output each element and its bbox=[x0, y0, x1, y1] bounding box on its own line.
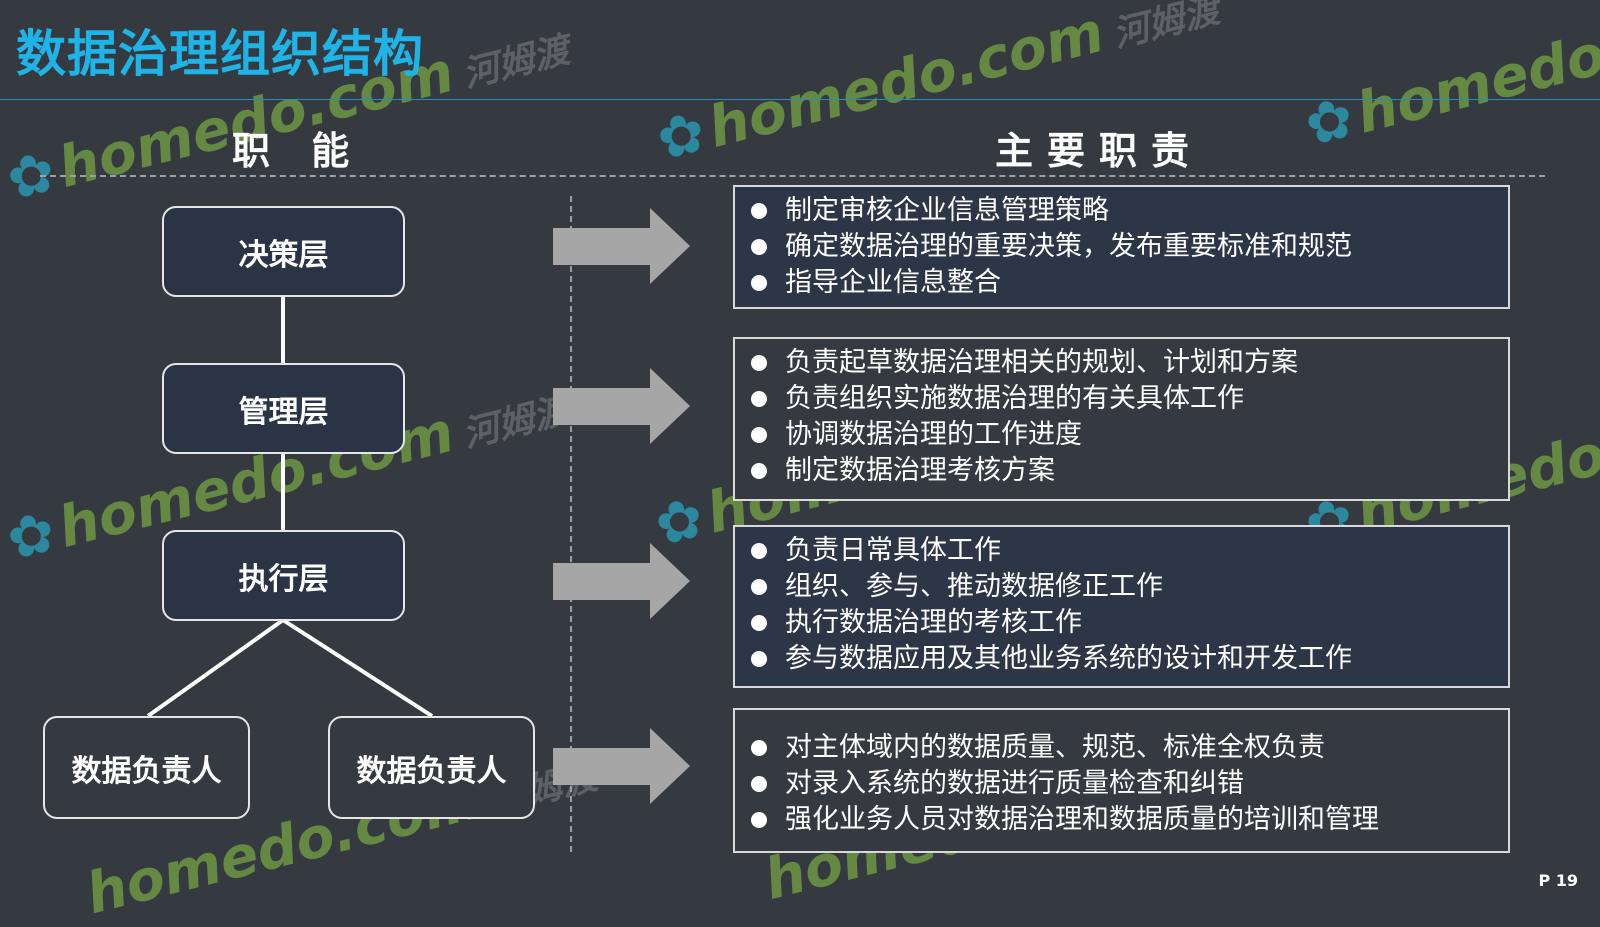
list-item: 参与数据应用及其他业务系统的设计和开发工作 bbox=[747, 641, 1508, 677]
list-item: 负责起草数据治理相关的规划、计划和方案 bbox=[747, 345, 1508, 381]
arrow-management bbox=[553, 368, 690, 444]
header-divider bbox=[40, 175, 1545, 177]
list-item: 组织、参与、推动数据修正工作 bbox=[747, 569, 1508, 605]
node-data-owner-left: 数据负责人 bbox=[43, 716, 250, 819]
node-data-owner-right: 数据负责人 bbox=[328, 716, 535, 819]
list-item: 确定数据治理的重要决策，发布重要标准和规范 bbox=[747, 229, 1508, 265]
header-duties: 主要职责 bbox=[995, 129, 1204, 173]
list-item: 协调数据治理的工作进度 bbox=[747, 417, 1508, 453]
arrow-decision bbox=[553, 208, 690, 284]
page-title: 数据治理组织结构 bbox=[16, 25, 424, 83]
arrow-execution bbox=[553, 543, 690, 619]
list-item: 指导企业信息整合 bbox=[747, 265, 1508, 301]
node-management: 管理层 bbox=[162, 363, 405, 454]
list-item: 对录入系统的数据进行质量检查和纠错 bbox=[747, 766, 1508, 802]
duties-execution: 负责日常具体工作 组织、参与、推动数据修正工作 执行数据治理的考核工作 参与数据… bbox=[733, 525, 1510, 688]
list-item: 制定审核企业信息管理策略 bbox=[747, 193, 1508, 229]
connector-execution-owner-left bbox=[146, 618, 285, 718]
duties-management: 负责起草数据治理相关的规划、计划和方案 负责组织实施数据治理的有关具体工作 协调… bbox=[733, 337, 1510, 501]
page-number: P 19 bbox=[1538, 871, 1578, 890]
duties-decision: 制定审核企业信息管理策略 确定数据治理的重要决策，发布重要标准和规范 指导企业信… bbox=[733, 185, 1510, 309]
list-item: 负责日常具体工作 bbox=[747, 533, 1508, 569]
column-divider bbox=[570, 196, 572, 852]
list-item: 制定数据治理考核方案 bbox=[747, 453, 1508, 489]
list-item: 强化业务人员对数据治理和数据质量的培训和管理 bbox=[747, 802, 1508, 838]
list-item: 对主体域内的数据质量、规范、标准全权负责 bbox=[747, 730, 1508, 766]
duties-data-owners: 对主体域内的数据质量、规范、标准全权负责 对录入系统的数据进行质量检查和纠错 强… bbox=[733, 708, 1510, 853]
connector-execution-owner-right bbox=[281, 618, 434, 718]
list-item: 负责组织实施数据治理的有关具体工作 bbox=[747, 381, 1508, 417]
header-function: 职 能 bbox=[232, 129, 364, 173]
arrow-owners bbox=[553, 728, 690, 804]
list-item: 执行数据治理的考核工作 bbox=[747, 605, 1508, 641]
hierarchy-connectors bbox=[146, 296, 434, 718]
arrows bbox=[553, 208, 690, 804]
node-decision: 决策层 bbox=[162, 206, 405, 297]
title-divider bbox=[0, 99, 1600, 100]
node-execution: 执行层 bbox=[162, 530, 405, 621]
